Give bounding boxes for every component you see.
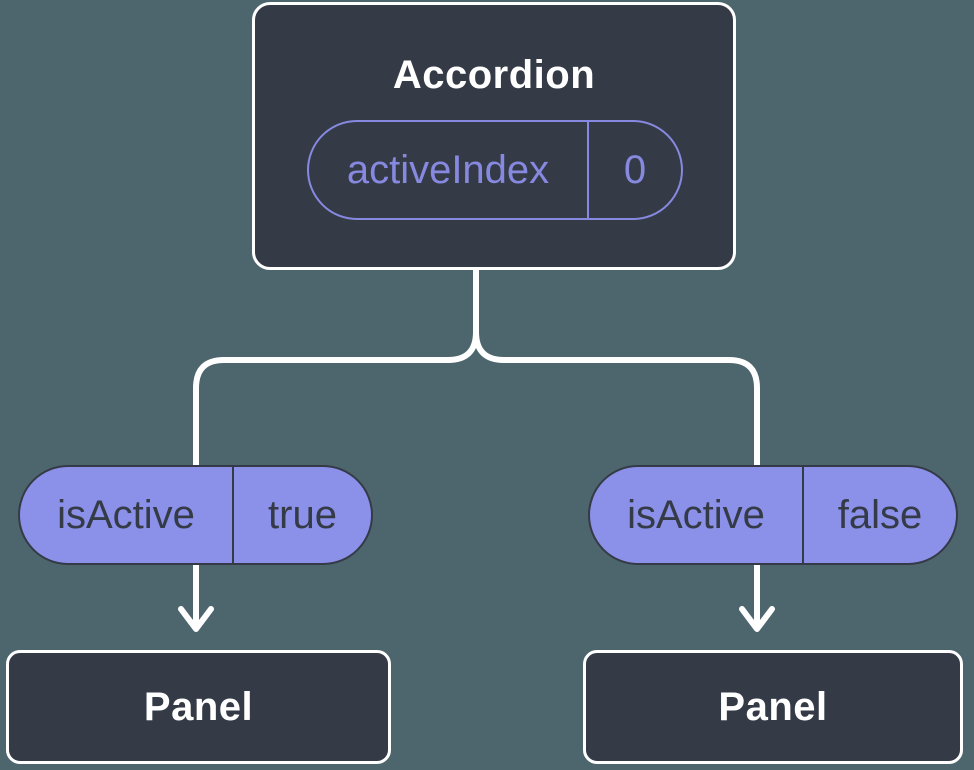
state-pill-value: 0 xyxy=(623,148,647,192)
prop-pill-left-value: true xyxy=(268,493,337,537)
arrow-head-right-icon xyxy=(739,606,775,632)
panel-node-right: Panel xyxy=(583,650,963,764)
state-pill-label: activeIndex xyxy=(309,122,589,218)
branch-connector-left xyxy=(193,262,479,468)
state-pill: activeIndex 0 xyxy=(307,120,683,220)
accordion-node-title: Accordion xyxy=(392,53,596,97)
panel-node-left-title: Panel xyxy=(143,685,254,729)
prop-pill-right-label: isActive xyxy=(590,467,804,563)
panel-node-right-title: Panel xyxy=(718,685,828,729)
arrow-head-left-icon xyxy=(178,606,214,632)
panel-node-left: Panel xyxy=(6,650,391,764)
prop-pill-right: isActive false xyxy=(588,465,958,565)
prop-pill-left-label: isActive xyxy=(20,467,234,563)
branch-connector-right xyxy=(473,262,760,468)
prop-pill-left: isActive true xyxy=(18,465,373,565)
prop-pill-right-value: false xyxy=(837,493,923,537)
